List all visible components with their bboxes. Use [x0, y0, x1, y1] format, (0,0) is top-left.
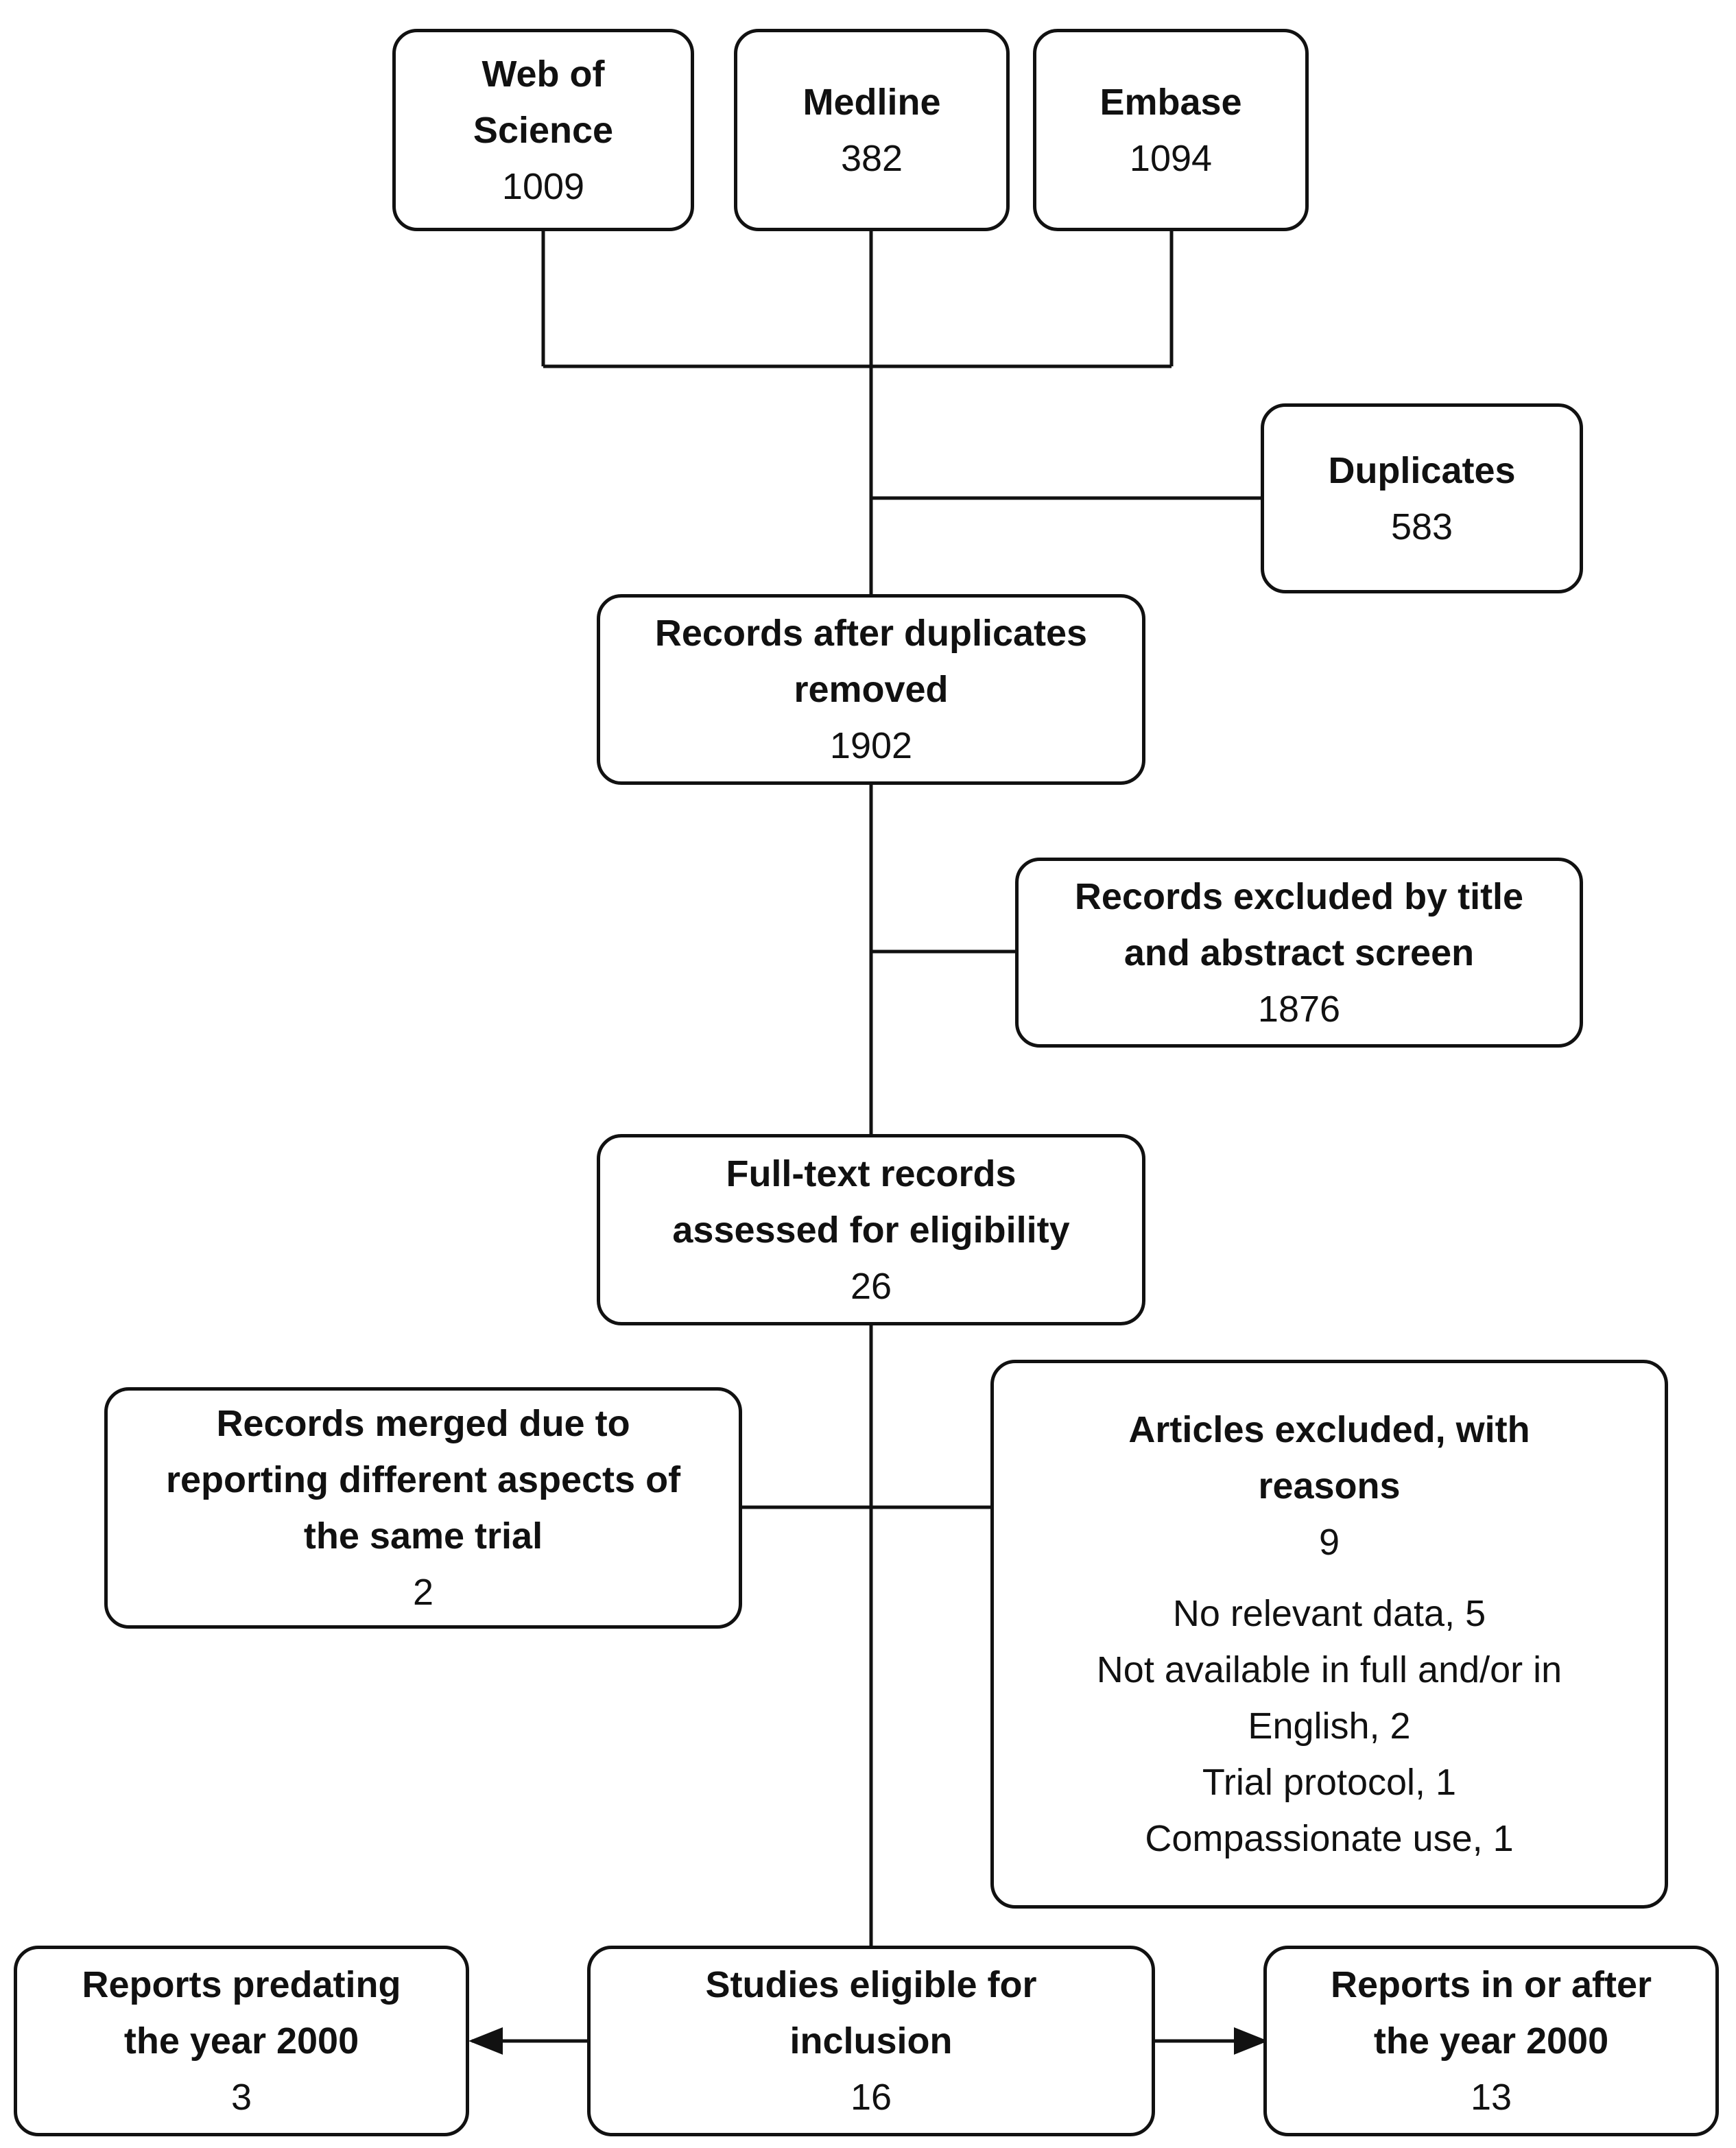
- box-count: 13: [1470, 2077, 1512, 2118]
- duplicates-box: Duplicates 583: [1261, 403, 1583, 593]
- box-title: Medline: [802, 81, 941, 123]
- box-count: 26: [850, 1265, 892, 1307]
- box-title: Reports predating the year 2000: [82, 1964, 401, 2062]
- embase-box: Embase 1094: [1033, 29, 1309, 231]
- box-count: 1902: [829, 725, 913, 766]
- box-count: 382: [840, 137, 903, 179]
- box-title: Duplicates: [1328, 449, 1516, 491]
- box-title: Embase: [1099, 81, 1242, 123]
- full-text-records-box: Full-text records assessed for eligibili…: [597, 1134, 1145, 1325]
- exclusion-reason: Compassionate use, 1: [1145, 1818, 1514, 1859]
- box-count: 1876: [1257, 988, 1341, 1030]
- box-count: 3: [230, 2077, 252, 2118]
- records-excluded-screen-box: Records excluded by title and abstract s…: [1015, 858, 1583, 1048]
- box-title: Records excluded by title and abstract s…: [1074, 875, 1524, 973]
- box-count: 2: [412, 1572, 434, 1613]
- articles-excluded-box: Articles excluded, with reasons 9 No rel…: [990, 1360, 1668, 1909]
- exclusion-reasons-list: No relevant data, 5 Not available in ful…: [1021, 1585, 1638, 1867]
- box-title: Records merged due to reporting differen…: [165, 1403, 681, 1557]
- box-count: 16: [850, 2077, 892, 2118]
- box-count: 1094: [1129, 137, 1213, 179]
- exclusion-reason: Not available in full and/or in English,…: [1096, 1649, 1562, 1747]
- reports-after-2000-box: Reports in or after the year 2000 13: [1263, 1946, 1719, 2136]
- exclusion-reason: No relevant data, 5: [1172, 1593, 1486, 1634]
- web-of-science-box: Web of Science 1009: [392, 29, 694, 231]
- box-title: Studies eligible for inclusion: [705, 1964, 1037, 2062]
- box-count: 1009: [501, 165, 585, 207]
- box-title: Records after duplicates removed: [654, 613, 1088, 710]
- reports-predating-2000-box: Reports predating the year 2000 3: [14, 1946, 469, 2136]
- box-title: Reports in or after the year 2000: [1330, 1964, 1652, 2062]
- records-after-duplicates-box: Records after duplicates removed 1902: [597, 594, 1145, 785]
- box-title: Web of Science: [473, 53, 614, 151]
- studies-eligible-box: Studies eligible for inclusion 16: [587, 1946, 1155, 2136]
- box-count: 583: [1390, 506, 1453, 547]
- box-title: Full-text records assessed for eligibili…: [672, 1153, 1070, 1251]
- medline-box: Medline 382: [734, 29, 1010, 231]
- records-merged-box: Records merged due to reporting differen…: [104, 1387, 742, 1629]
- box-count: 9: [1318, 1522, 1340, 1563]
- box-title: Articles excluded, with reasons: [1128, 1409, 1530, 1507]
- exclusion-reason: Trial protocol, 1: [1202, 1762, 1457, 1803]
